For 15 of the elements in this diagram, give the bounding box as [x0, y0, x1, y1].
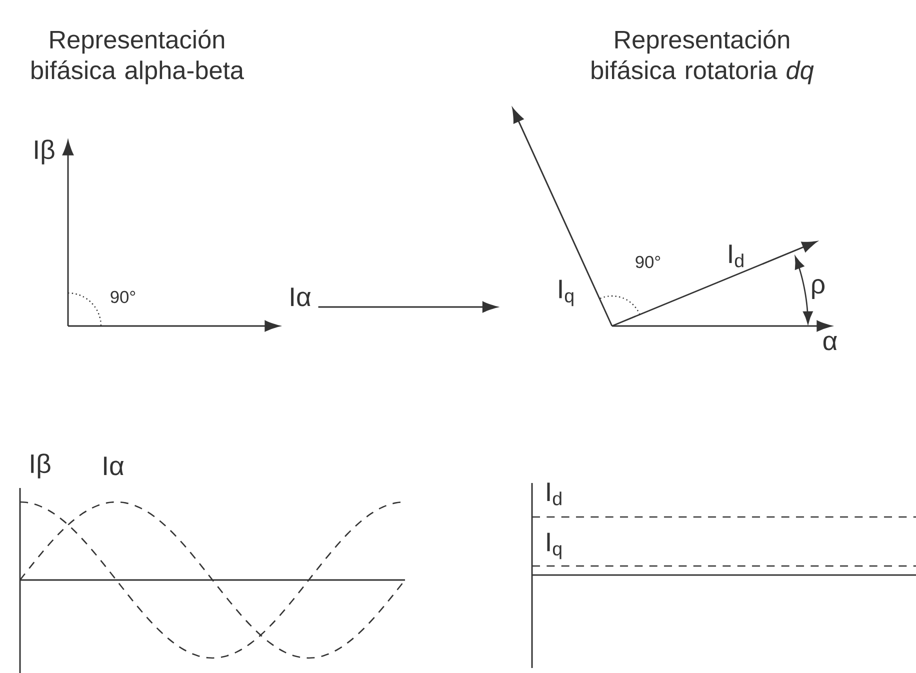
- line-label: I$_{q}$: [547, 532, 562, 560]
- axis-label: Iα: [291, 288, 311, 306]
- curve-label: Iβ: [31, 454, 50, 478]
- curve-label: Iα: [104, 456, 124, 476]
- angle-label: ρ: [812, 279, 825, 299]
- panel-heading: Representación bifásica rotatoria dq: [592, 30, 814, 84]
- vector-label: I$_{d}$: [729, 244, 744, 268]
- angle-label: 90°: [636, 256, 660, 268]
- panel-heading: Representación bifásica alpha-beta: [32, 30, 244, 84]
- angle-label: 90°: [110, 290, 136, 304]
- axis-label: α: [823, 336, 837, 350]
- vector-label: I$_{q}$: [559, 280, 574, 306]
- axis-label: Iβ: [35, 140, 54, 164]
- line-label: I$_{d}$: [547, 482, 562, 506]
- arrow: [318, 302, 498, 312]
